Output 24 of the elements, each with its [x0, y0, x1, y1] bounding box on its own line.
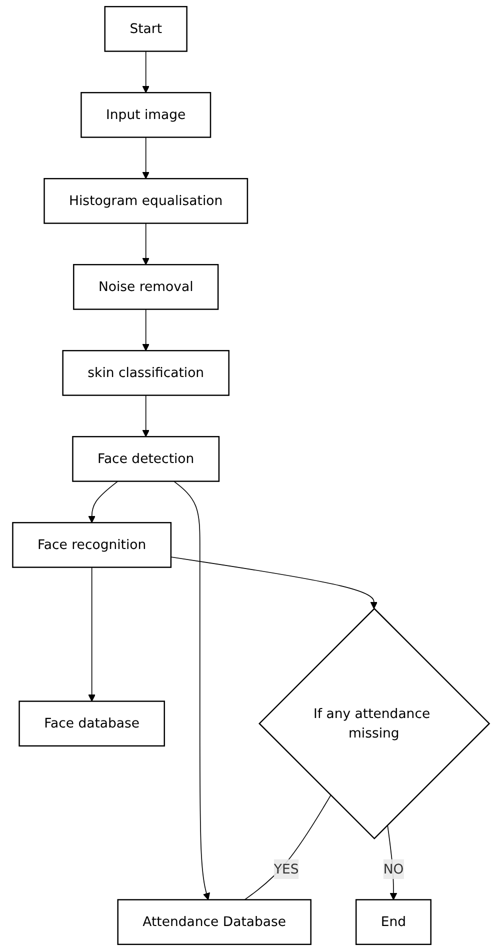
node-box: Start	[104, 6, 188, 52]
edge-label: NO	[383, 860, 404, 877]
node-box: Input image	[80, 92, 212, 138]
arrow	[142, 394, 150, 437]
arrow	[174, 480, 210, 900]
node-box: Noise removal	[73, 264, 219, 310]
arrow	[142, 222, 150, 265]
node-box: skin classification	[62, 350, 230, 396]
node-diamond: If any attendance missing	[258, 608, 490, 840]
arrow	[142, 50, 150, 93]
arrow	[88, 480, 118, 523]
edge-label: YES	[274, 860, 299, 877]
arrow	[88, 566, 96, 702]
arrow	[387, 824, 398, 900]
node-box: End	[355, 899, 432, 945]
node-box: Face recognition	[12, 522, 172, 568]
node-box: Histogram equalisation	[44, 178, 248, 224]
node-box: Attendance Database	[117, 899, 312, 945]
node-box: Face database	[18, 700, 165, 747]
node-box: Face detection	[72, 436, 220, 482]
arrow	[142, 136, 150, 179]
arrow	[170, 556, 378, 609]
arrow	[142, 308, 150, 351]
connector	[244, 794, 332, 900]
